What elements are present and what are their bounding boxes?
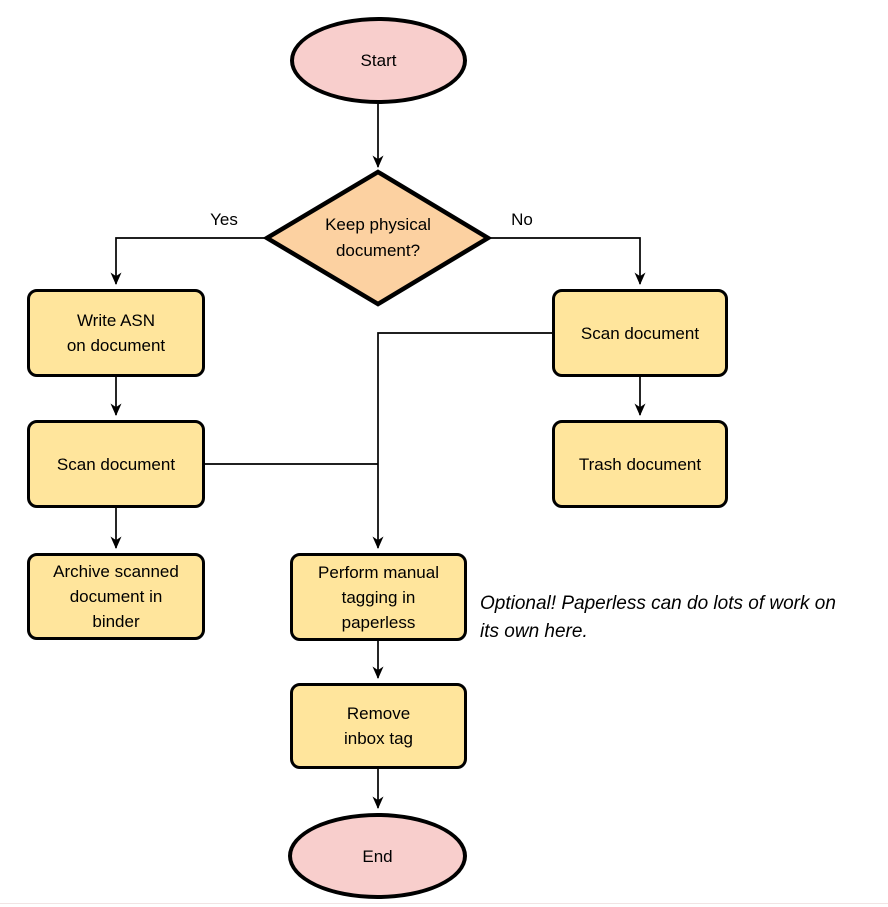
edge-decision-yes-to-write-asn <box>110 237 267 285</box>
decision-diamond-shape <box>262 169 493 307</box>
start-node: Start <box>290 17 467 104</box>
edge-scan-right-to-tagging <box>372 332 552 549</box>
optional-note: Optional! Paperless can do lots of work … <box>480 593 836 642</box>
trash-document-label: Trash document <box>578 454 702 474</box>
decision-label: Keep physical document? <box>325 215 431 260</box>
page-bottom-divider <box>0 903 888 904</box>
process-scan-document-left-node: Scan document <box>27 420 205 508</box>
write-asn-label: Write ASN on document <box>66 311 166 355</box>
process-manual-tagging-node: Perform manual tagging in paperless <box>290 553 467 641</box>
process-write-asn-node: Write ASN on document <box>27 289 205 377</box>
scan-document-left-label: Scan document <box>56 454 176 474</box>
process-archive-node: Archive scanned document in binder <box>27 553 205 640</box>
edge-label-no: No <box>511 210 533 229</box>
process-trash-document-node: Trash document <box>552 420 728 508</box>
process-remove-inbox-tag-node: Remove inbox tag <box>290 683 467 769</box>
edge-decision-no-to-scan-right <box>488 237 646 285</box>
remove-inbox-tag-label: Remove inbox tag <box>344 704 413 748</box>
process-scan-document-right-node: Scan document <box>552 289 728 377</box>
decision-node: Keep physical document? <box>266 172 490 304</box>
start-label: Start <box>360 51 397 70</box>
edge-label-yes: Yes <box>210 210 238 229</box>
end-node: End <box>288 813 467 899</box>
end-label: End <box>362 846 393 866</box>
scan-document-right-label: Scan document <box>580 323 700 343</box>
archive-label: Archive scanned document in binder <box>53 562 179 631</box>
manual-tagging-label: Perform manual tagging in paperless <box>318 562 439 632</box>
